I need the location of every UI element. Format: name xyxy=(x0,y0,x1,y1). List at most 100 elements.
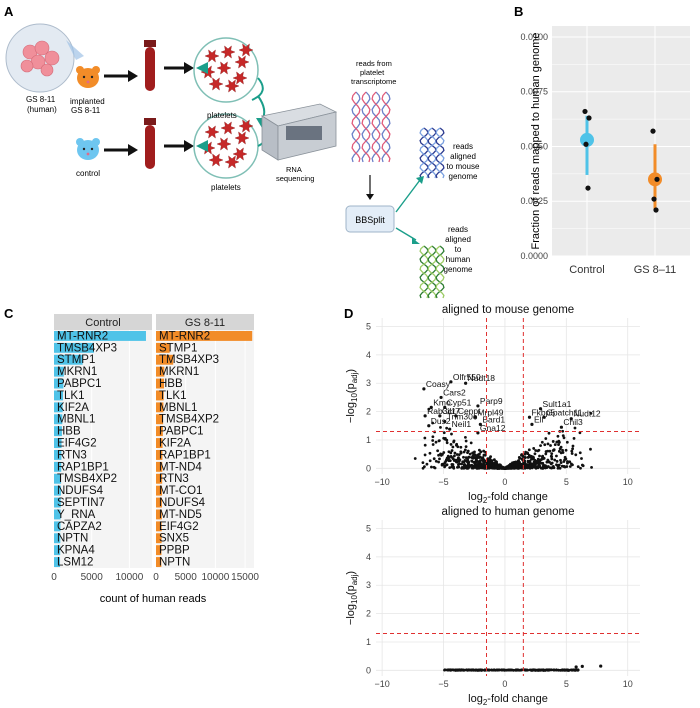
platelet-icon-10 xyxy=(220,121,236,135)
volcano-point xyxy=(469,441,473,445)
volcano-point xyxy=(514,461,518,464)
mouse-reads-label-3: to mouse xyxy=(447,162,480,171)
volcano-point xyxy=(468,464,472,468)
dna-strand-a-3 xyxy=(381,91,391,163)
panel-c-bar-label-0-7: MBNL1 xyxy=(57,414,95,426)
volcano-point xyxy=(570,449,574,453)
volcano-point xyxy=(421,466,425,470)
labeled-point-2 xyxy=(464,381,468,385)
volcano-point xyxy=(455,442,459,446)
labeled-point-15 xyxy=(476,431,480,435)
volcano-point xyxy=(547,668,551,672)
gene-label-0: Coasy xyxy=(426,379,451,389)
volcano-point xyxy=(578,431,582,435)
panel-c-bar-1-10 xyxy=(156,450,163,460)
volcano-point xyxy=(502,466,506,470)
panel-c-xtick-1-3: 15000 xyxy=(231,572,259,583)
panel-c-xtick-0-2: 10000 xyxy=(115,572,143,583)
panel-c-bar-0-9 xyxy=(54,438,62,448)
panel-c-bar-1-11 xyxy=(156,461,163,472)
volcano-point xyxy=(540,440,544,444)
dna-strand-b-20 xyxy=(419,245,429,299)
volcano-point xyxy=(549,454,553,458)
panel-d2-ytick-2: 2 xyxy=(366,609,371,619)
volcano-point xyxy=(482,449,486,453)
volcano-point xyxy=(553,443,557,446)
volcano-point xyxy=(550,461,554,465)
volcano-point xyxy=(487,668,491,672)
volcano-point xyxy=(477,668,481,672)
volcano-point xyxy=(437,460,440,464)
panel-c-xtick-1-2: 10000 xyxy=(201,572,229,583)
implanted-mouse-icon xyxy=(76,66,100,88)
panel-c-bar-0-15 xyxy=(54,509,61,520)
panel-d1-title: aligned to mouse genome xyxy=(442,304,574,316)
volcano-point xyxy=(473,462,477,466)
volcano-point xyxy=(538,464,541,468)
volcano-point xyxy=(546,449,550,453)
panel-c-bar-0-10 xyxy=(54,450,62,460)
bbsplit-box xyxy=(345,205,395,233)
volcano-point xyxy=(432,465,436,469)
volcano-point xyxy=(514,668,517,672)
gene-label-8: Ccr7 xyxy=(442,406,460,416)
panel-c-bar-1-15 xyxy=(156,509,162,520)
volcano-point xyxy=(552,668,556,672)
panel-c-plot-area-1 xyxy=(156,330,254,568)
volcano-point xyxy=(550,452,554,456)
volcano-point xyxy=(460,462,464,466)
panel-b-ytick-3: 0.0075 xyxy=(520,87,548,97)
volcano-point xyxy=(511,463,514,466)
volcano-point xyxy=(559,451,563,455)
gene-label-7: Rab3il1 xyxy=(427,406,456,416)
volcano-point xyxy=(509,462,512,466)
volcano-point xyxy=(453,458,456,462)
volcano-point xyxy=(564,448,568,452)
dna-strand-a-12 xyxy=(435,127,445,179)
panel-d1-points xyxy=(413,380,593,470)
dna-strand-b-21 xyxy=(427,245,437,299)
platelet-icon-17 xyxy=(238,119,254,133)
split-arrow-human-head xyxy=(412,238,420,244)
volcano-point xyxy=(445,426,449,430)
volcano-point xyxy=(463,463,466,466)
panel-b-ytick-0: 0.0000 xyxy=(520,251,548,261)
panel-d2-ytick-5: 5 xyxy=(366,524,371,534)
volcano-point xyxy=(479,466,483,469)
volcano-point xyxy=(431,439,435,442)
volcano-point xyxy=(527,454,531,457)
volcano-point xyxy=(483,453,487,457)
dna-strand-a-21 xyxy=(427,245,437,299)
volcano-point xyxy=(457,453,461,457)
volcano-point xyxy=(508,668,512,672)
panel-c-bar-label-0-4: PABPC1 xyxy=(57,378,102,390)
volcano-point xyxy=(460,466,464,469)
volcano-point xyxy=(541,454,545,458)
panel-c-bar-0-6 xyxy=(54,402,63,413)
panel-c-bar-0-0 xyxy=(54,331,146,341)
volcano-point xyxy=(431,421,435,425)
volcano-point xyxy=(445,458,449,462)
volcano-point xyxy=(518,465,522,469)
volcano-point xyxy=(570,452,574,455)
volcano-point xyxy=(494,465,498,468)
panel-d2-xtick-0: −10 xyxy=(374,679,389,689)
volcano-point xyxy=(468,452,472,456)
reads-label-2: platelet xyxy=(360,68,385,77)
volcano-point xyxy=(556,464,559,467)
volcano-point xyxy=(475,457,478,461)
panel-c-xtick-0-0: 0 xyxy=(51,572,57,583)
volcano-point xyxy=(470,459,474,463)
volcano-point xyxy=(463,458,467,462)
volcano-point xyxy=(533,464,537,468)
volcano-point xyxy=(445,441,449,445)
platelet-icon-16 xyxy=(224,155,240,169)
panel-c-bar-0-18 xyxy=(54,545,61,556)
volcano-point xyxy=(518,456,522,460)
volcano-point xyxy=(466,466,470,470)
panel-c-bar-label-0-5: TLK1 xyxy=(57,390,85,402)
split-arrow-mouse xyxy=(395,179,421,213)
reads-label-1: reads from xyxy=(356,59,392,68)
volcano-point xyxy=(470,668,474,672)
